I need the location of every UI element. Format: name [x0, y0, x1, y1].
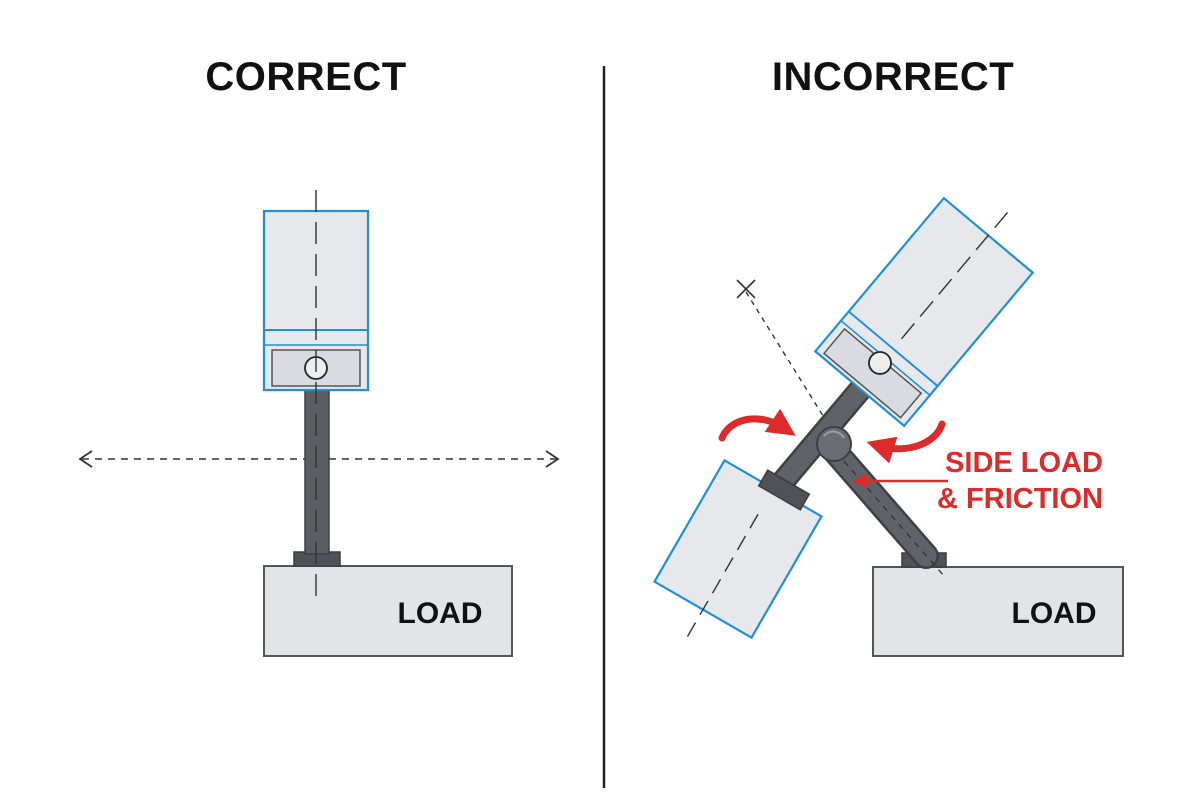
correct-panel: LOAD	[78, 190, 560, 657]
load-block	[872, 566, 1124, 657]
load-label: LOAD	[1012, 597, 1097, 630]
incorrect-panel: LOAD	[652, 196, 1124, 657]
rotation-arrow-right-icon	[866, 420, 946, 464]
load-block	[263, 565, 513, 657]
correct-title: CORRECT	[205, 55, 406, 99]
piston-rod	[304, 389, 330, 555]
friction-label: & FRICTION	[937, 483, 1103, 515]
tilted-cylinder-upper	[813, 196, 1035, 428]
rotation-arrow-left-icon	[718, 408, 796, 442]
load-label: LOAD	[398, 597, 483, 630]
incorrect-title: INCORRECT	[772, 55, 1014, 99]
misalignment-axis	[736, 279, 839, 441]
rod-end-cap	[757, 469, 811, 511]
pivot-pin-icon	[868, 351, 892, 375]
side-load-label: SIDE LOAD	[945, 447, 1103, 479]
